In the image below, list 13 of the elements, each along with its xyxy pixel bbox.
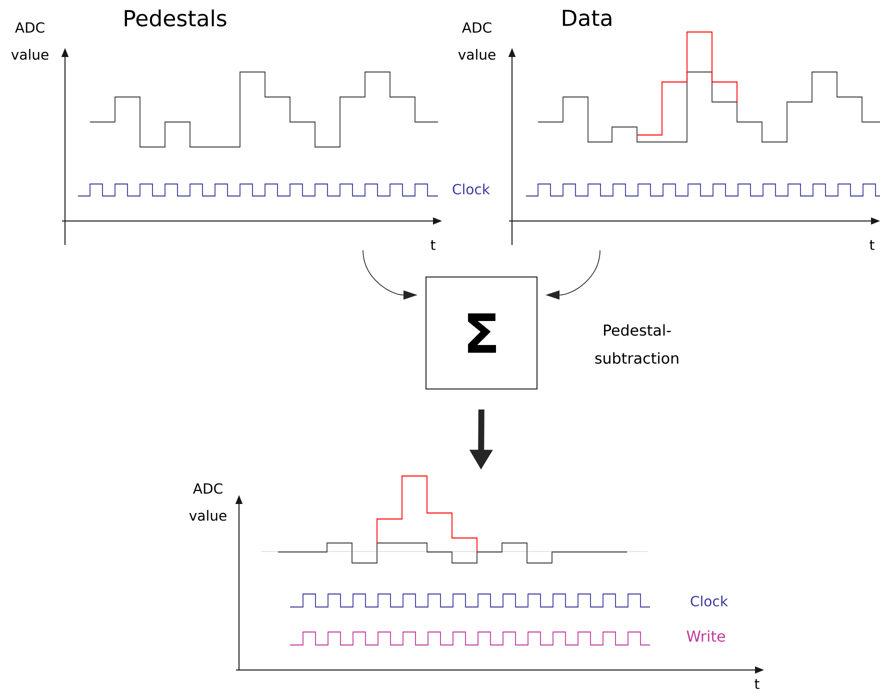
axis-label: t [754,679,760,689]
axis-label: t [430,240,436,250]
chart-title: Pedestals [124,9,226,27]
axis-label: ADC value [189,483,226,521]
axis-label: ADC value [458,22,496,60]
signal-label: Clock [690,596,728,606]
caption-text: Pedestal- subtraction [595,324,678,364]
signal-label: Clock [452,184,490,194]
chart-title: Data [562,10,612,26]
axis-label: ADC value [11,22,48,60]
signal-label: Write [686,630,726,642]
axis-label: t [870,240,874,250]
sum-box: Σ [426,276,538,390]
